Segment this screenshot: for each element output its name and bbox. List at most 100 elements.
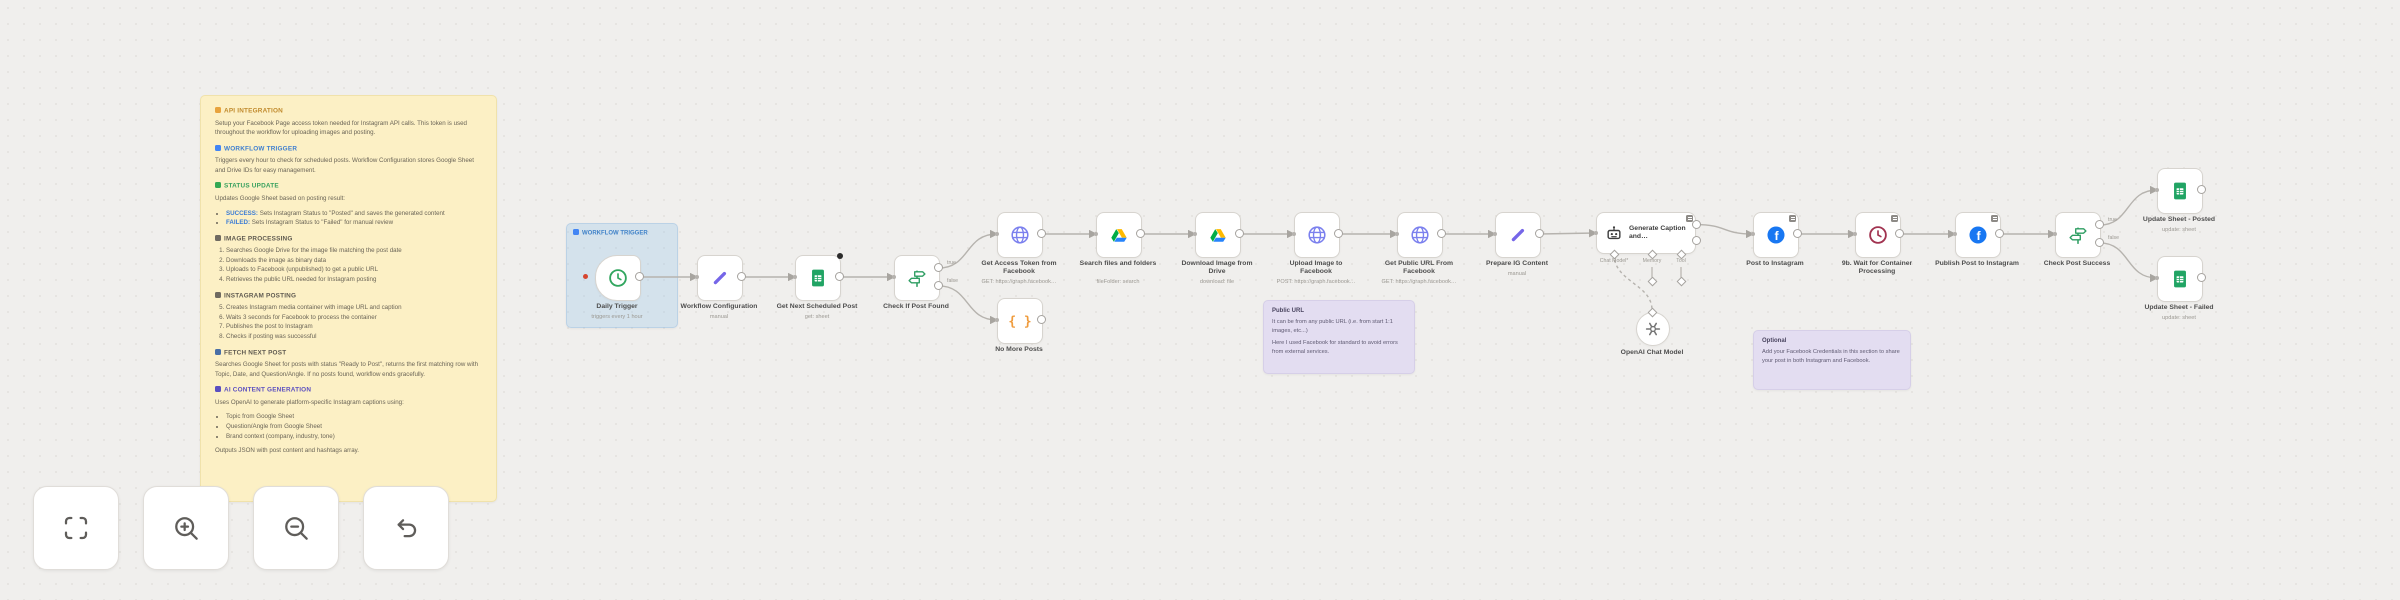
output-port[interactable] bbox=[1334, 229, 1343, 238]
subport-label: Chat Model* bbox=[1599, 258, 1629, 264]
node-daily-trigger[interactable] bbox=[595, 255, 641, 301]
node-subtitle: download: file bbox=[1199, 279, 1235, 285]
node-check-if-post-found[interactable] bbox=[894, 255, 940, 301]
note-heading: STATUS UPDATE bbox=[215, 182, 482, 190]
output-port[interactable] bbox=[1037, 229, 1046, 238]
node-subtitle: fileFolder: search bbox=[1096, 279, 1140, 285]
input-port[interactable] bbox=[2053, 232, 2057, 236]
output-port[interactable] bbox=[1136, 229, 1145, 238]
input-port[interactable] bbox=[1594, 231, 1598, 235]
input-port[interactable] bbox=[1094, 232, 1098, 236]
node-workflow-configuration[interactable] bbox=[697, 255, 743, 301]
output-port-true[interactable] bbox=[1692, 219, 1701, 229]
note-badge-icon bbox=[1891, 215, 1898, 222]
node-label: Get Next Scheduled Post bbox=[776, 303, 858, 310]
subport-endpoint[interactable] bbox=[1676, 276, 1687, 287]
connection-label-true: true bbox=[2108, 217, 2117, 224]
connection-generate-caption-to-post-to-instagram[interactable] bbox=[1695, 223, 1755, 239]
input-port[interactable] bbox=[793, 275, 797, 279]
node-label: 9b. Wait for Container Processing bbox=[1841, 260, 1913, 276]
node-label: No More Posts bbox=[995, 346, 1043, 353]
input-port[interactable] bbox=[1395, 232, 1399, 236]
node-publish-post-to-instagram[interactable]: f bbox=[1955, 212, 2001, 258]
connection-check-post-success-to-update-sheet-failed[interactable] bbox=[2098, 242, 2159, 283]
connection-label-false: false bbox=[2108, 234, 2119, 241]
input-port[interactable] bbox=[1953, 232, 1957, 236]
output-port-true[interactable] bbox=[934, 263, 943, 273]
input-port[interactable] bbox=[892, 275, 896, 279]
undo-button[interactable] bbox=[363, 486, 449, 570]
output-port[interactable] bbox=[1437, 229, 1446, 238]
input-port[interactable] bbox=[1853, 232, 1857, 236]
node-subtitle: update: sheet bbox=[2162, 314, 2196, 321]
svg-text:f: f bbox=[1774, 229, 1779, 243]
node-label: Prepare IG Content bbox=[1486, 260, 1548, 267]
output-port-false[interactable] bbox=[1692, 236, 1701, 246]
subport-label: Tool bbox=[1676, 258, 1686, 264]
input-port[interactable] bbox=[995, 232, 999, 236]
input-port[interactable] bbox=[2155, 188, 2159, 192]
sheets-icon bbox=[2174, 270, 2186, 288]
node-post-to-instagram[interactable]: f bbox=[1753, 212, 1799, 258]
input-port[interactable] bbox=[1751, 232, 1755, 236]
connection-check-if-post-found-to-get-access-token[interactable] bbox=[937, 229, 999, 269]
node-wait-for-container-processing[interactable] bbox=[1855, 212, 1901, 258]
output-port[interactable] bbox=[635, 272, 644, 281]
input-port[interactable] bbox=[695, 275, 699, 279]
output-port[interactable] bbox=[1235, 229, 1244, 238]
input-port[interactable] bbox=[995, 318, 999, 322]
output-port-false[interactable] bbox=[934, 280, 943, 290]
output-port[interactable] bbox=[1037, 315, 1046, 324]
connection-prepare-ig-content-to-generate-caption[interactable] bbox=[1538, 228, 1598, 238]
subport-endpoint[interactable] bbox=[1647, 276, 1658, 287]
output-port[interactable] bbox=[1535, 229, 1544, 238]
output-port[interactable] bbox=[2197, 273, 2206, 282]
output-port[interactable] bbox=[737, 272, 746, 281]
output-port[interactable] bbox=[1793, 229, 1802, 238]
connection-check-if-post-found-to-no-more-posts[interactable] bbox=[937, 285, 999, 325]
node-get-next-scheduled-post[interactable] bbox=[795, 253, 843, 301]
node-upload-image-to-facebook[interactable] bbox=[1294, 212, 1340, 258]
heading-icon bbox=[215, 107, 221, 113]
note-paragraph: Triggers every hour to check for schedul… bbox=[215, 157, 474, 174]
pinned-data-indicator bbox=[837, 253, 843, 259]
node-check-post-success[interactable] bbox=[2055, 212, 2101, 258]
output-port-true[interactable] bbox=[2095, 220, 2104, 230]
node-update-sheet-failed[interactable] bbox=[2157, 256, 2203, 302]
note-paragraph: Setup your Facebook Page access token ne… bbox=[215, 119, 467, 137]
input-port[interactable] bbox=[1292, 232, 1296, 236]
input-port[interactable] bbox=[1193, 232, 1197, 236]
node-prepare-ig-content[interactable] bbox=[1495, 212, 1541, 258]
zoom-out-button[interactable] bbox=[253, 486, 339, 570]
input-port[interactable] bbox=[1493, 232, 1497, 236]
facebook-icon: f bbox=[1969, 226, 1987, 244]
zoom-in-button[interactable] bbox=[143, 486, 229, 570]
node-search-files-and-folders[interactable] bbox=[1096, 212, 1142, 258]
node-openai-chat-model[interactable] bbox=[1636, 312, 1670, 346]
node-no-more-posts[interactable]: { } bbox=[997, 298, 1043, 344]
connection-check-post-success-to-update-sheet-posted[interactable] bbox=[2098, 185, 2159, 226]
node-get-public-url-from-facebook[interactable] bbox=[1397, 212, 1443, 258]
output-port[interactable] bbox=[2197, 185, 2206, 194]
clock-icon bbox=[609, 269, 627, 287]
output-port-false[interactable] bbox=[2095, 237, 2104, 247]
fit-view-button[interactable] bbox=[33, 486, 119, 570]
node-generate-caption[interactable]: Generate Caption and… bbox=[1596, 212, 1696, 254]
robot-icon bbox=[1607, 226, 1621, 240]
output-port[interactable] bbox=[835, 272, 844, 281]
node-download-image-from-drive[interactable] bbox=[1195, 212, 1241, 258]
connection-generate-caption-to-openai-chat-model[interactable] bbox=[1613, 253, 1653, 311]
node-update-sheet-posted[interactable] bbox=[2157, 168, 2203, 214]
node-get-access-token[interactable] bbox=[997, 212, 1043, 258]
output-port[interactable] bbox=[1995, 229, 2004, 238]
node-label: Workflow Configuration bbox=[680, 303, 758, 310]
output-port[interactable] bbox=[1895, 229, 1904, 238]
input-port[interactable] bbox=[2155, 276, 2159, 280]
note-list-item: Downloads the image as binary data bbox=[226, 256, 482, 266]
node-label: Download Image from Drive bbox=[1181, 260, 1253, 276]
